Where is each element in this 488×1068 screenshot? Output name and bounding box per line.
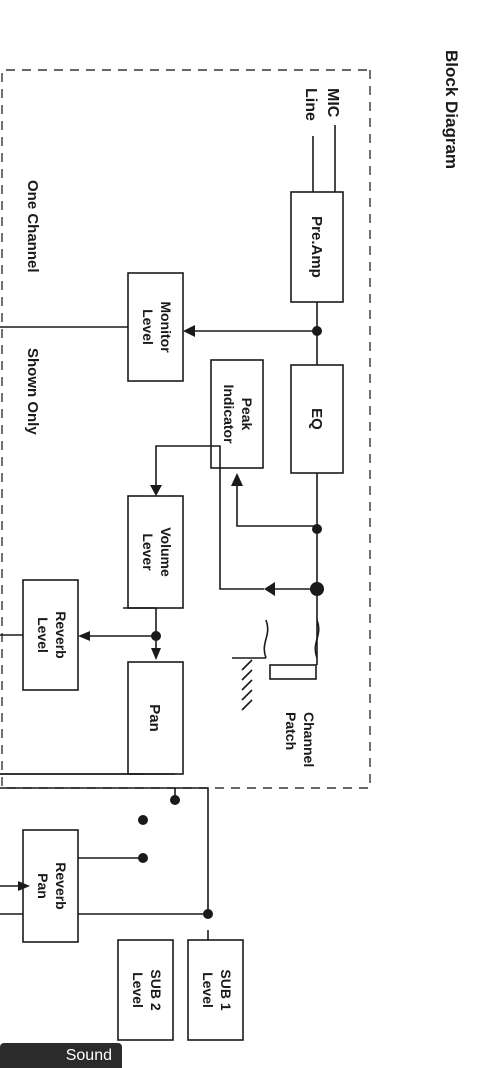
peak-feed-arrow	[231, 473, 243, 486]
volume-feed-arrow	[264, 582, 275, 596]
peak-indicator-label-2: Indicator	[221, 384, 237, 444]
volume-lever-label-2: Lever	[140, 533, 156, 571]
one-channel-label: One Channel	[24, 180, 41, 273]
volume-lever-label-1: Volume	[158, 527, 174, 577]
sub2-level-label-2: Level	[130, 972, 146, 1008]
shown-only-label: Shown Only	[24, 348, 41, 435]
sub2-level-label-1: SUB 2	[148, 969, 164, 1010]
volume-lever-arrow	[150, 485, 162, 496]
monitor-level-label-1: Monitor	[158, 301, 174, 353]
bus-line-1	[0, 787, 209, 914]
preamp-label: Pre.Amp	[308, 216, 325, 278]
eq-label: EQ	[308, 408, 325, 430]
sub1-level-block	[187, 939, 244, 1041]
channel-patch-block	[269, 664, 317, 680]
diagram-title: Block Diagram	[442, 50, 461, 169]
sub1-level-label-2: Level	[200, 972, 216, 1008]
reverb-pan-arrow	[18, 881, 30, 891]
patch-squiggle-1	[314, 619, 320, 659]
pan-label: Pan	[146, 704, 163, 732]
reverb-pan-label-1: Reverb	[53, 862, 69, 909]
reverb-feed-arrow	[78, 631, 90, 641]
reverb-level-label-1: Reverb	[53, 611, 69, 658]
reverb-level-label-2: Level	[35, 617, 51, 653]
sub1-level-label-1: SUB 1	[218, 969, 234, 1010]
patch-ground	[232, 657, 266, 711]
monitor-level-label-2: Level	[140, 309, 156, 345]
sub2-level-block	[117, 939, 174, 1041]
monitor-feed-arrow	[183, 325, 195, 337]
mic-line-wire	[312, 125, 336, 192]
pan-input-arrow	[151, 648, 161, 660]
peak-feed	[236, 486, 318, 529]
line-input-label: Line	[302, 88, 319, 121]
mic-input-label: MIC	[324, 88, 341, 118]
channel-patch-label-2: Patch	[283, 712, 299, 750]
bus-junction-2	[138, 815, 148, 825]
channel-patch-label-1: Channel	[301, 712, 317, 767]
volume-to-pan-wire	[123, 607, 157, 650]
patch-squiggle-2	[263, 619, 269, 659]
reverb-pan-label-2: Pan	[35, 873, 51, 899]
overlay-chip[interactable]: Sound	[0, 1043, 122, 1068]
peak-indicator-label-1: Peak	[239, 398, 255, 431]
volume-to-lever-wire	[155, 445, 264, 590]
peak-indicator-block	[210, 359, 264, 469]
